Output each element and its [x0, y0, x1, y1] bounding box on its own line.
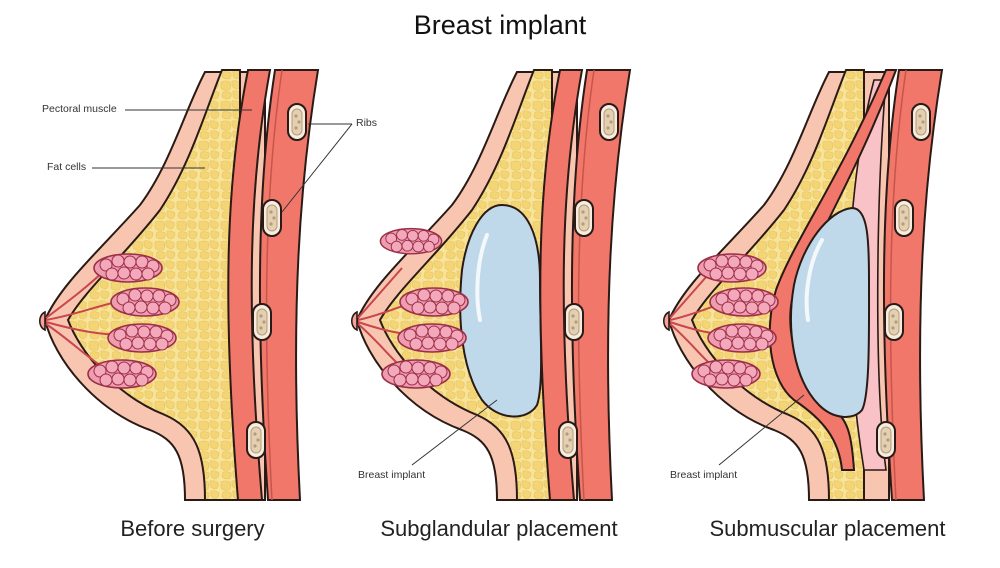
gland-lobule — [93, 253, 163, 283]
gland-lobule — [707, 323, 777, 353]
label-breast-implant-subglandular: Breast implant — [358, 469, 426, 481]
caption-submuscular: Submuscular placement — [709, 516, 946, 541]
gland-lobule — [397, 323, 467, 353]
rib — [252, 303, 272, 341]
gland-lobule — [107, 323, 177, 353]
leader-line — [718, 394, 805, 466]
rib — [558, 421, 578, 459]
gland-lobule — [709, 287, 779, 317]
label-pectoral-muscle: Pectoral muscle — [42, 103, 117, 115]
rib — [599, 103, 619, 141]
caption-subglandular: Subglandular placement — [380, 516, 618, 541]
diagram-title: Breast implant — [413, 10, 587, 40]
panel-submuscular — [662, 69, 944, 501]
breast-implant — [790, 206, 871, 418]
gland-lobule — [691, 359, 761, 389]
fat-tissue — [66, 69, 241, 501]
rib — [911, 103, 931, 141]
label-ribs: Ribs — [356, 117, 378, 129]
rib — [574, 199, 594, 237]
gland-lobule — [87, 359, 157, 389]
rib — [287, 103, 307, 141]
gland-lobule — [110, 287, 180, 317]
nipple — [350, 310, 358, 332]
rib — [262, 199, 282, 237]
chest-wall-muscle — [882, 69, 944, 501]
label-fat-cells: Fat cells — [47, 161, 87, 173]
pectoral-muscle — [227, 69, 272, 501]
gland-lobule — [379, 227, 443, 255]
gland-lobule — [381, 359, 451, 389]
pectoral-muscle — [539, 69, 584, 501]
caption-before-surgery: Before surgery — [120, 516, 265, 541]
leader-lines — [92, 109, 353, 213]
nipple — [38, 310, 46, 332]
rib — [876, 421, 896, 459]
rib — [246, 421, 266, 459]
leader-line — [411, 399, 498, 466]
chest-wall-muscle — [570, 69, 632, 501]
nipple — [662, 310, 670, 332]
rib — [894, 199, 914, 237]
chest-wall-muscle — [258, 69, 320, 501]
rib — [564, 303, 584, 341]
panel-before-surgery — [38, 69, 353, 501]
gland-lobule — [697, 253, 767, 283]
label-breast-implant-submuscular: Breast implant — [670, 469, 738, 481]
gland-lobule — [399, 287, 469, 317]
rib — [884, 303, 904, 341]
panel-subglandular — [350, 69, 632, 501]
